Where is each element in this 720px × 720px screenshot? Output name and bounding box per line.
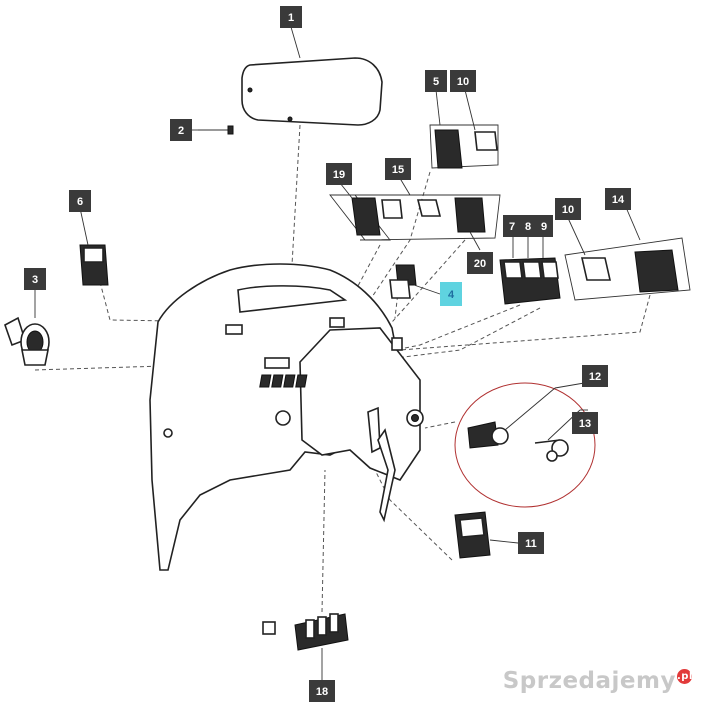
callout-5: 5 [425,70,447,92]
callout-2: 2 [170,119,192,141]
callout-14: 14 [605,188,631,210]
switch-group-10-14 [564,237,691,301]
callout-7: 7 [503,215,521,237]
callout-18: 18 [309,680,335,702]
svg-text:13: 13 [579,418,591,430]
svg-text:15: 15 [392,164,404,176]
connector-strip-18 [262,613,349,651]
callout-12: 12 [582,365,608,387]
callout-19: 19 [326,163,352,185]
rocker-switch-11 [454,511,491,559]
switch-group-5-10 [429,124,499,169]
watermark-suffix: .pl [677,669,693,685]
svg-text:4: 4 [448,289,455,301]
round-connector [4,316,50,366]
callout-8: 8 [519,215,537,237]
watermark-text: Sprzedajemy [502,668,676,694]
ignition-detail [454,382,596,508]
svg-text:6: 6 [77,196,83,208]
svg-text:5: 5 [433,76,439,88]
svg-text:9: 9 [541,221,547,233]
screw [198,125,234,135]
switch-group-19-15-20 [329,194,501,241]
svg-text:10: 10 [457,76,469,88]
switch-knob-4 [389,264,417,299]
callout-20: 20 [467,252,493,274]
switch-block-7-8-9 [499,257,561,305]
callout-15: 15 [385,158,411,180]
instrument-cover [241,57,383,126]
svg-text:7: 7 [509,221,515,233]
svg-text:19: 19 [333,169,345,181]
callout-4: 4 [440,282,462,306]
svg-text:12: 12 [589,371,601,383]
svg-text:14: 14 [612,194,625,206]
callout-10-top: 10 [450,70,476,92]
callout-10-right: 10 [555,198,581,220]
svg-text:11: 11 [525,538,537,550]
callout-9: 9 [535,215,553,237]
svg-text:20: 20 [474,258,486,270]
callout-13: 13 [572,412,598,434]
svg-text:2: 2 [178,125,184,137]
callout-6: 6 [69,190,91,212]
svg-text:10: 10 [562,204,574,216]
callout-3: 3 [24,268,46,290]
rocker-switch-6 [79,244,109,286]
dashboard-cowl [149,263,424,571]
callout-leaders [34,26,641,680]
callout-11: 11 [518,532,544,554]
watermark: Sprzedajemy.pl [502,668,693,694]
svg-text:8: 8 [525,221,531,233]
callout-1: 1 [280,6,302,28]
svg-text:18: 18 [316,686,328,698]
dash-switch-bank [225,317,403,388]
svg-text:3: 3 [32,274,38,286]
svg-text:1: 1 [288,12,294,24]
